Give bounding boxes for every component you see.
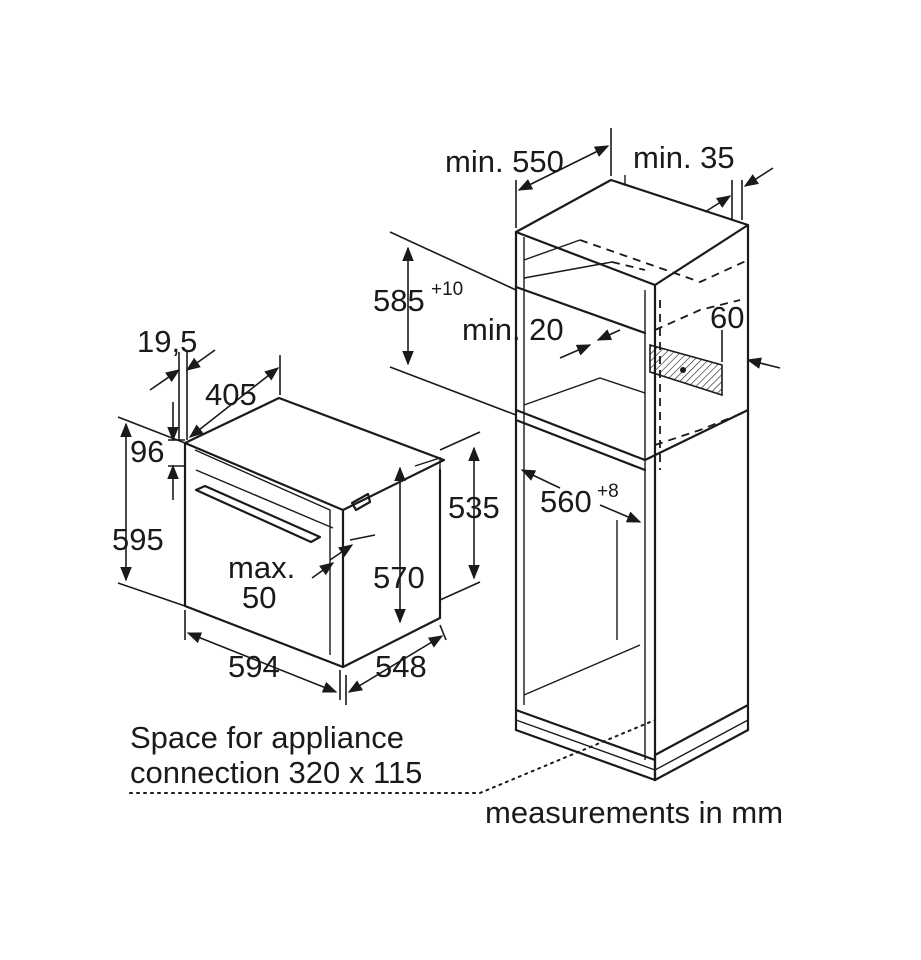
dim-535: 535 xyxy=(448,490,500,525)
dim-405: 405 xyxy=(205,377,257,412)
dim-594: 594 xyxy=(228,649,280,684)
dim-570: 570 xyxy=(373,560,425,595)
units-note: measurements in mm xyxy=(485,795,783,830)
space-note-line2: connection 320 x 115 xyxy=(130,755,422,790)
oven-handle xyxy=(194,484,322,544)
cabinet-dimensions xyxy=(389,128,781,640)
dim-min-35: min. 35 xyxy=(633,140,735,175)
dim-60: 60 xyxy=(710,300,744,335)
oven-dimensions xyxy=(117,349,481,705)
dim-50: 50 xyxy=(242,580,276,615)
dim-min-20: min. 20 xyxy=(462,312,564,347)
dim-585-tolerance: +10 xyxy=(431,279,463,300)
dim-560: 560 xyxy=(540,484,592,519)
dim-560-tolerance: +8 xyxy=(597,481,619,502)
space-note-line1: Space for appliance xyxy=(130,720,404,755)
oven-drawing xyxy=(183,396,446,669)
dim-96: 96 xyxy=(130,434,164,469)
dim-595: 595 xyxy=(112,522,164,557)
dim-min-550: min. 550 xyxy=(445,144,564,179)
cabinet-drawing xyxy=(514,175,750,782)
dim-19-5: 19,5 xyxy=(137,324,197,359)
dim-548: 548 xyxy=(375,649,427,684)
dim-585: 585 xyxy=(373,283,425,318)
connection-leader xyxy=(129,719,656,794)
dim-max: max. xyxy=(228,550,295,585)
